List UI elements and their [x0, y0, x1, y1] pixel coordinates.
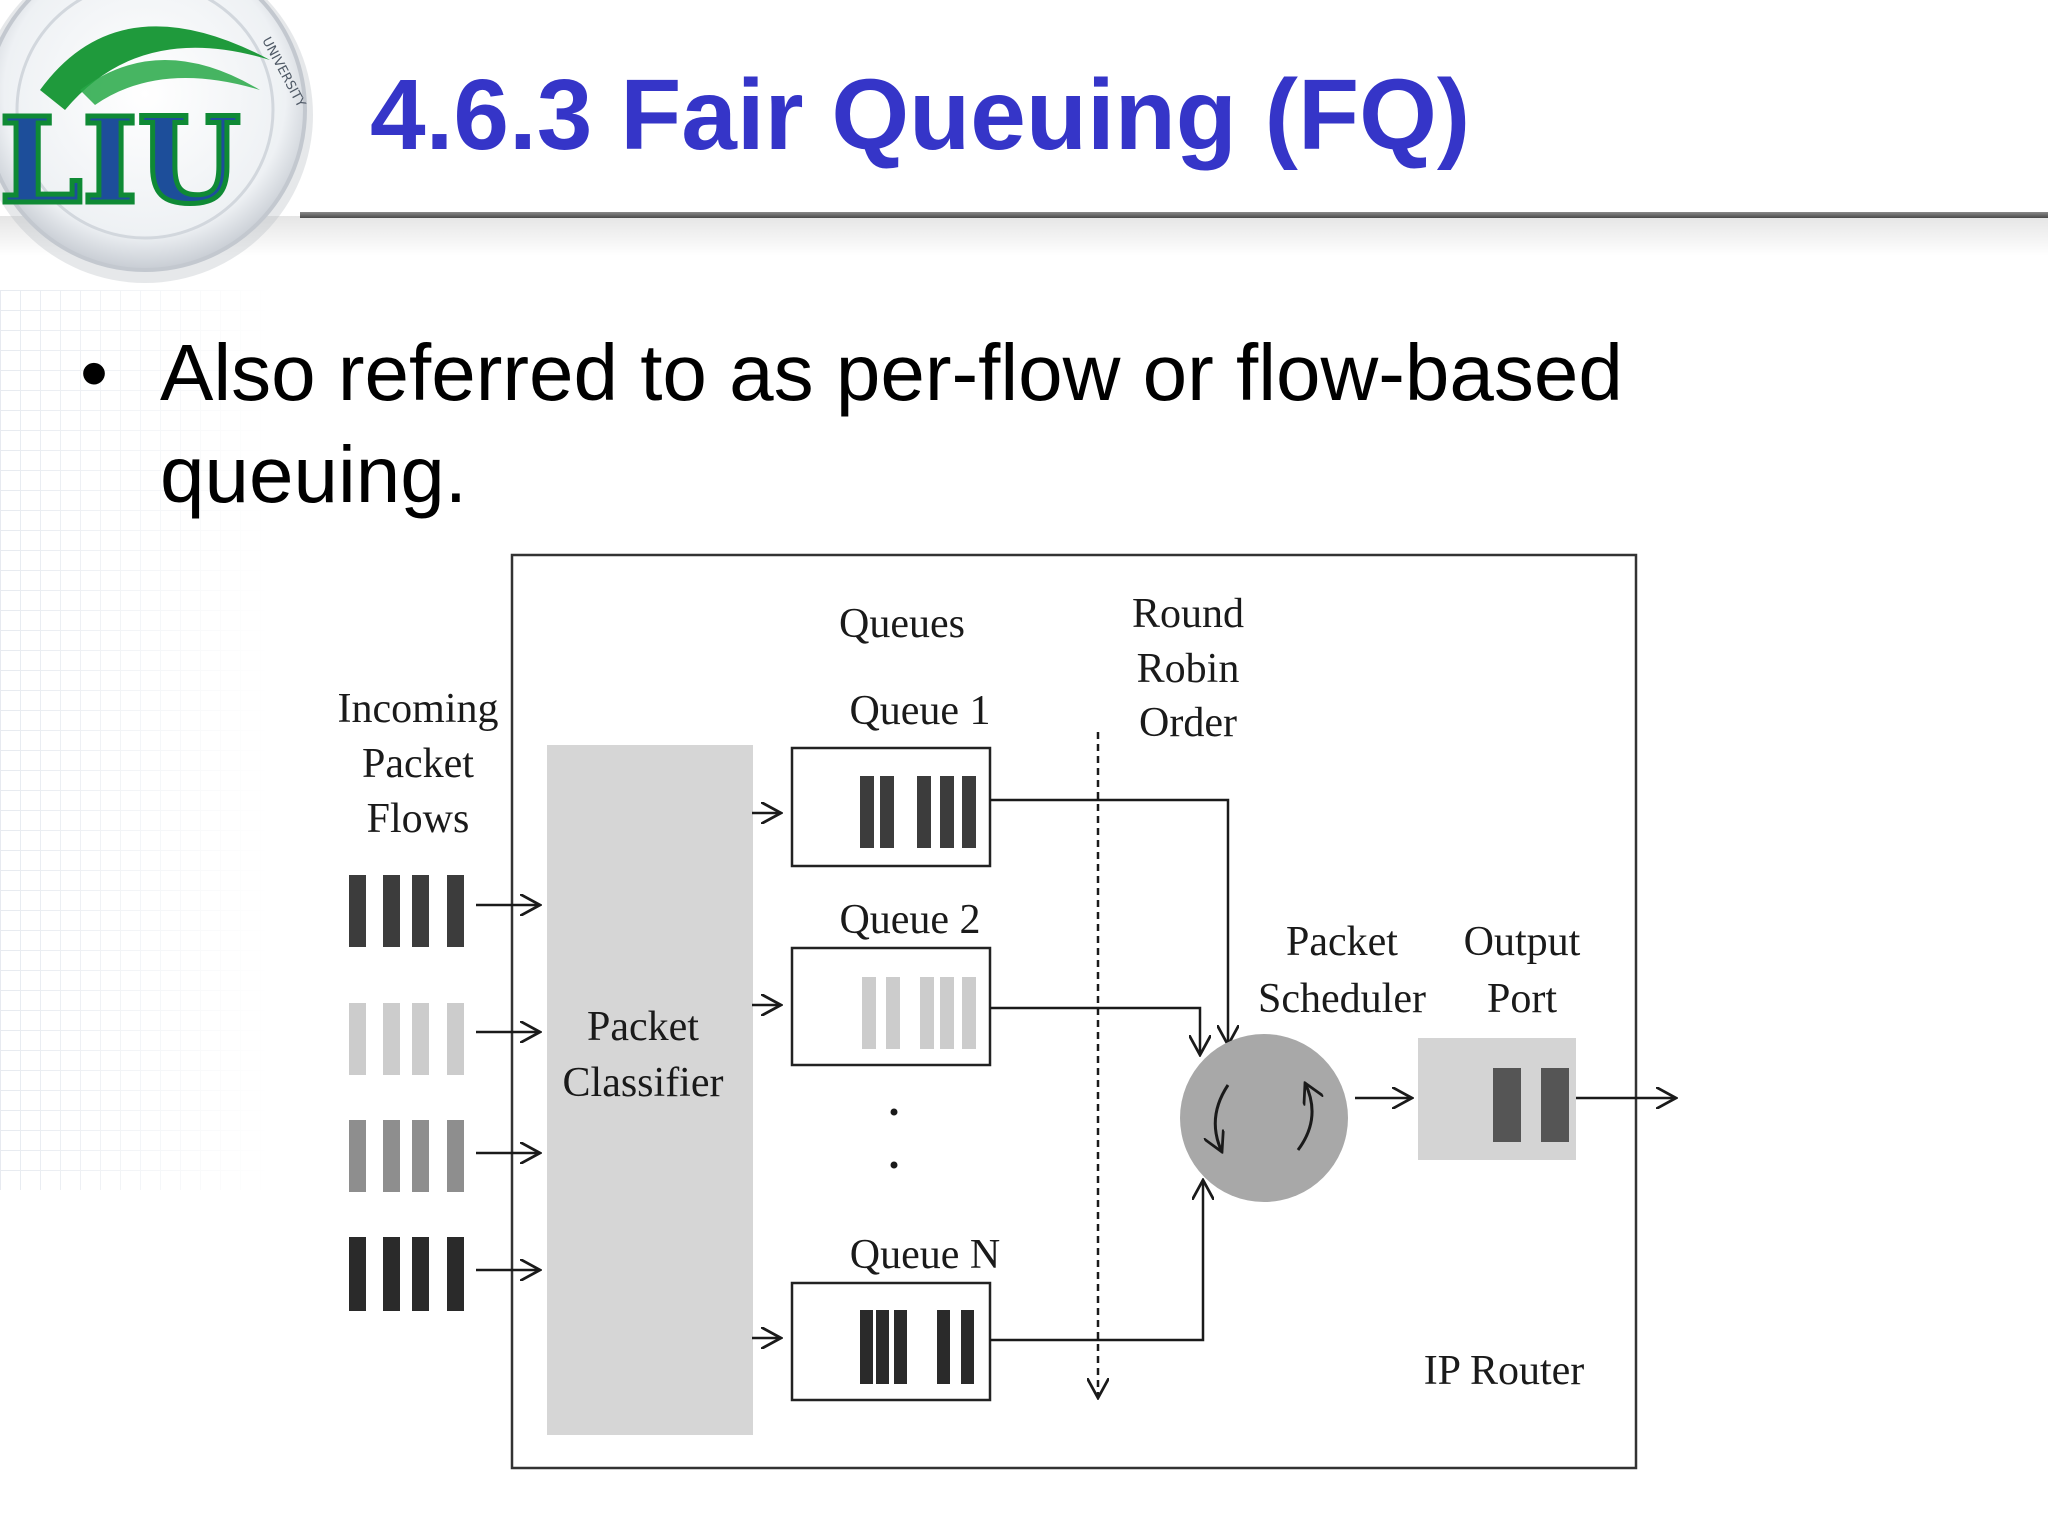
- classifier-label-line1: Packet: [587, 1004, 699, 1050]
- incoming-flow-2: [349, 1003, 464, 1075]
- header-shadow: [0, 216, 2048, 256]
- queue-ellipsis-dot-2: [890, 1161, 898, 1169]
- round-robin-label-line1: Round: [1132, 591, 1244, 637]
- queue-1-to-scheduler-line: [990, 798, 1228, 1045]
- queue-1-label: Queue 1: [849, 688, 990, 734]
- scheduler-label-line1: Packet: [1286, 919, 1398, 965]
- incoming-flow-3: [349, 1120, 464, 1192]
- output-packet-2: [1541, 1068, 1569, 1142]
- packet-classifier-block: [547, 745, 753, 1435]
- output-port-label-line2: Port: [1487, 976, 1557, 1022]
- queue-n-to-scheduler-line: [990, 1180, 1203, 1342]
- queue-n-packets: [860, 1310, 974, 1384]
- incoming-flow-4: [349, 1237, 464, 1311]
- logo-wordmark: LIU: [0, 91, 241, 230]
- classifier-label-line2: Classifier: [563, 1060, 724, 1106]
- rotate-right-icon: [1296, 1083, 1312, 1151]
- queue-2-packets: [862, 977, 976, 1049]
- rotate-left-icon: [1215, 1084, 1230, 1152]
- output-port-label-line1: Output: [1464, 919, 1581, 965]
- incoming-flow-1: [349, 875, 464, 947]
- queue-n-box: [790, 1281, 992, 1402]
- round-robin-label-line3: Order: [1139, 700, 1237, 746]
- queues-heading: Queues: [839, 601, 965, 647]
- bullet-dot-icon: •: [80, 328, 109, 417]
- incoming-label-line1: Incoming: [338, 686, 499, 732]
- ip-router-label: IP Router: [1424, 1348, 1585, 1394]
- round-robin-label-line2: Robin: [1137, 646, 1240, 692]
- background-grid-pattern: [0, 290, 270, 1190]
- output-packet-1: [1493, 1068, 1521, 1142]
- queue-2-to-scheduler-line: [990, 1006, 1200, 1055]
- university-logo: LIU UNIVERSITY: [0, 0, 313, 283]
- packet-scheduler-disc: [1180, 1034, 1348, 1202]
- slide-title: 4.6.3 Fair Queuing (FQ): [370, 59, 1471, 171]
- header-rule: [300, 212, 2048, 218]
- queue-n-label: Queue N: [850, 1232, 1000, 1278]
- queue-1-packets: [860, 776, 976, 848]
- queue-2-label: Queue 2: [839, 897, 980, 943]
- scheduler-label-line2: Scheduler: [1258, 976, 1426, 1022]
- incoming-label-line3: Flows: [367, 796, 470, 842]
- bullet-text: Also referred to as per-flow or flow-bas…: [160, 328, 1623, 519]
- queue-ellipsis-dot-1: [890, 1108, 898, 1116]
- incoming-label-line2: Packet: [362, 741, 474, 787]
- router-frame: [510, 553, 1638, 1470]
